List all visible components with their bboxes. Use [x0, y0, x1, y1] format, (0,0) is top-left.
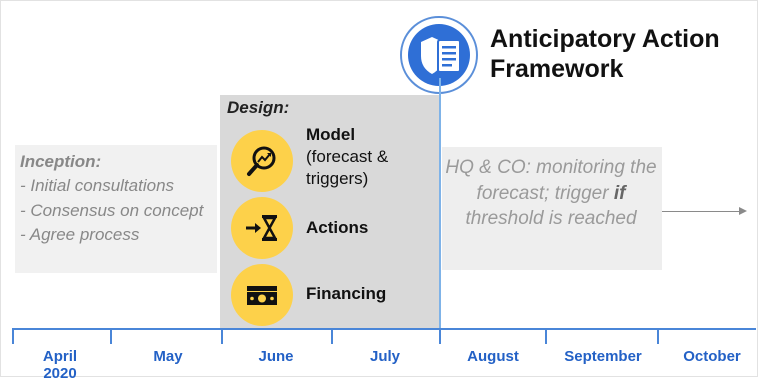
inception-heading: Inception: — [20, 152, 102, 171]
banknote-icon — [231, 264, 293, 326]
month-july: July — [369, 348, 400, 365]
inception-box — [15, 145, 217, 273]
month-august: August — [467, 348, 519, 365]
inception-item: - Initial consultations — [20, 176, 175, 196]
financing-label: Financing — [306, 283, 386, 305]
model-bold: Model — [306, 125, 356, 144]
arrow-head-icon — [739, 207, 747, 215]
monitoring-text-part1: HQ & CO: monitoring the forecast; trigge… — [445, 157, 657, 204]
month-june: June — [258, 348, 294, 365]
month-april-label: April — [42, 348, 78, 365]
page-title: Anticipatory Action Framework — [490, 24, 720, 84]
timeline-tick — [545, 330, 547, 344]
timeline-tick — [221, 330, 223, 344]
continuation-arrow — [662, 211, 740, 212]
monitoring-box — [442, 147, 662, 270]
monitoring-text-part2: threshold is reached — [465, 208, 637, 230]
financing-text: Financing — [306, 284, 387, 303]
inception-item: - Consensus on concept — [20, 200, 204, 220]
timeline-axis — [12, 328, 756, 330]
year-label: 2020 — [43, 365, 77, 382]
timeline-tick — [331, 330, 333, 344]
model-detail: (forecast & triggers) — [306, 147, 389, 188]
month-may: May — [153, 348, 183, 365]
month-october: October — [683, 348, 741, 365]
arrow-hourglass-icon — [231, 197, 293, 259]
magnifier-trend-icon — [231, 130, 293, 192]
timeline-tick — [12, 330, 14, 344]
monitoring-text: HQ & CO: monitoring the forecast; trigge… — [444, 155, 658, 232]
title-line-1: Anticipatory Action — [490, 25, 720, 53]
model-label: Model (forecast & triggers) — [306, 124, 414, 190]
actions-label: Actions — [306, 217, 368, 239]
monitoring-emphasis: if — [613, 182, 626, 204]
timeline-tick — [439, 330, 441, 344]
today-marker-line — [439, 78, 441, 328]
inception-item: - Agree process — [20, 224, 140, 244]
actions-text: Actions — [306, 218, 369, 237]
timeline-tick — [657, 330, 659, 344]
month-april: April 2020 — [30, 348, 90, 382]
title-line-2: Framework — [490, 55, 624, 83]
design-heading: Design: — [227, 98, 290, 117]
month-september: September — [564, 348, 642, 365]
timeline-tick — [110, 330, 112, 344]
inception-text: Inception: - Initial consultations - Con… — [20, 150, 220, 247]
